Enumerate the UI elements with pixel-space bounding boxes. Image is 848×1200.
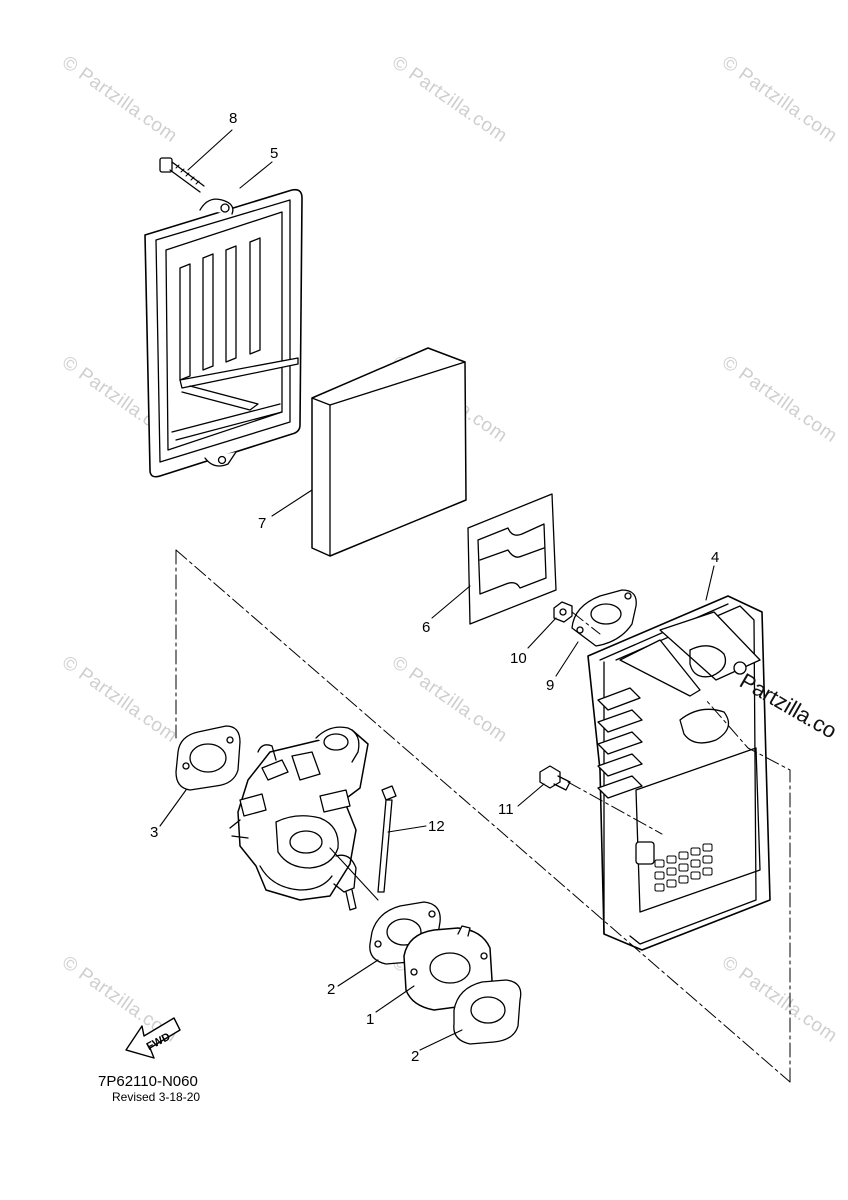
callout-12: 12 <box>428 818 445 835</box>
bolt-part-8 <box>159 157 205 193</box>
gasket-part-2-lower <box>453 979 522 1045</box>
gasket-part-9 <box>571 589 637 647</box>
callout-7: 7 <box>258 515 267 532</box>
callout-11: 11 <box>498 801 514 818</box>
callout-10: 10 <box>510 650 527 667</box>
callout-1: 1 <box>366 1011 375 1028</box>
callout-4: 4 <box>711 549 720 566</box>
revision-date: Revised 3-18-20 <box>112 1090 201 1104</box>
diagram-code: 7P62110-N060 <box>98 1073 198 1090</box>
callout-6: 6 <box>422 619 431 636</box>
callout-8: 8 <box>229 110 238 127</box>
filter-gasket-part-6 <box>467 493 557 625</box>
callout-9: 9 <box>546 677 555 694</box>
callout-2-upper: 2 <box>327 981 336 998</box>
assembly-line <box>175 549 791 1083</box>
leader-lines <box>159 129 715 1051</box>
callout-5: 5 <box>270 145 279 162</box>
fwd-arrow-icon <box>125 1017 181 1059</box>
filter-element-part-7 <box>311 347 467 557</box>
hose-part-12 <box>377 785 397 893</box>
air-cleaner-case-part-4 <box>587 595 771 951</box>
nut-part-10 <box>553 601 573 623</box>
gasket-part-3 <box>175 725 241 791</box>
stud-bolt-part-11 <box>539 765 571 791</box>
carburetor <box>229 726 369 911</box>
callout-2-lower: 2 <box>411 1048 420 1065</box>
callout-3: 3 <box>150 824 159 841</box>
air-cleaner-cover-part-5 <box>144 188 303 478</box>
